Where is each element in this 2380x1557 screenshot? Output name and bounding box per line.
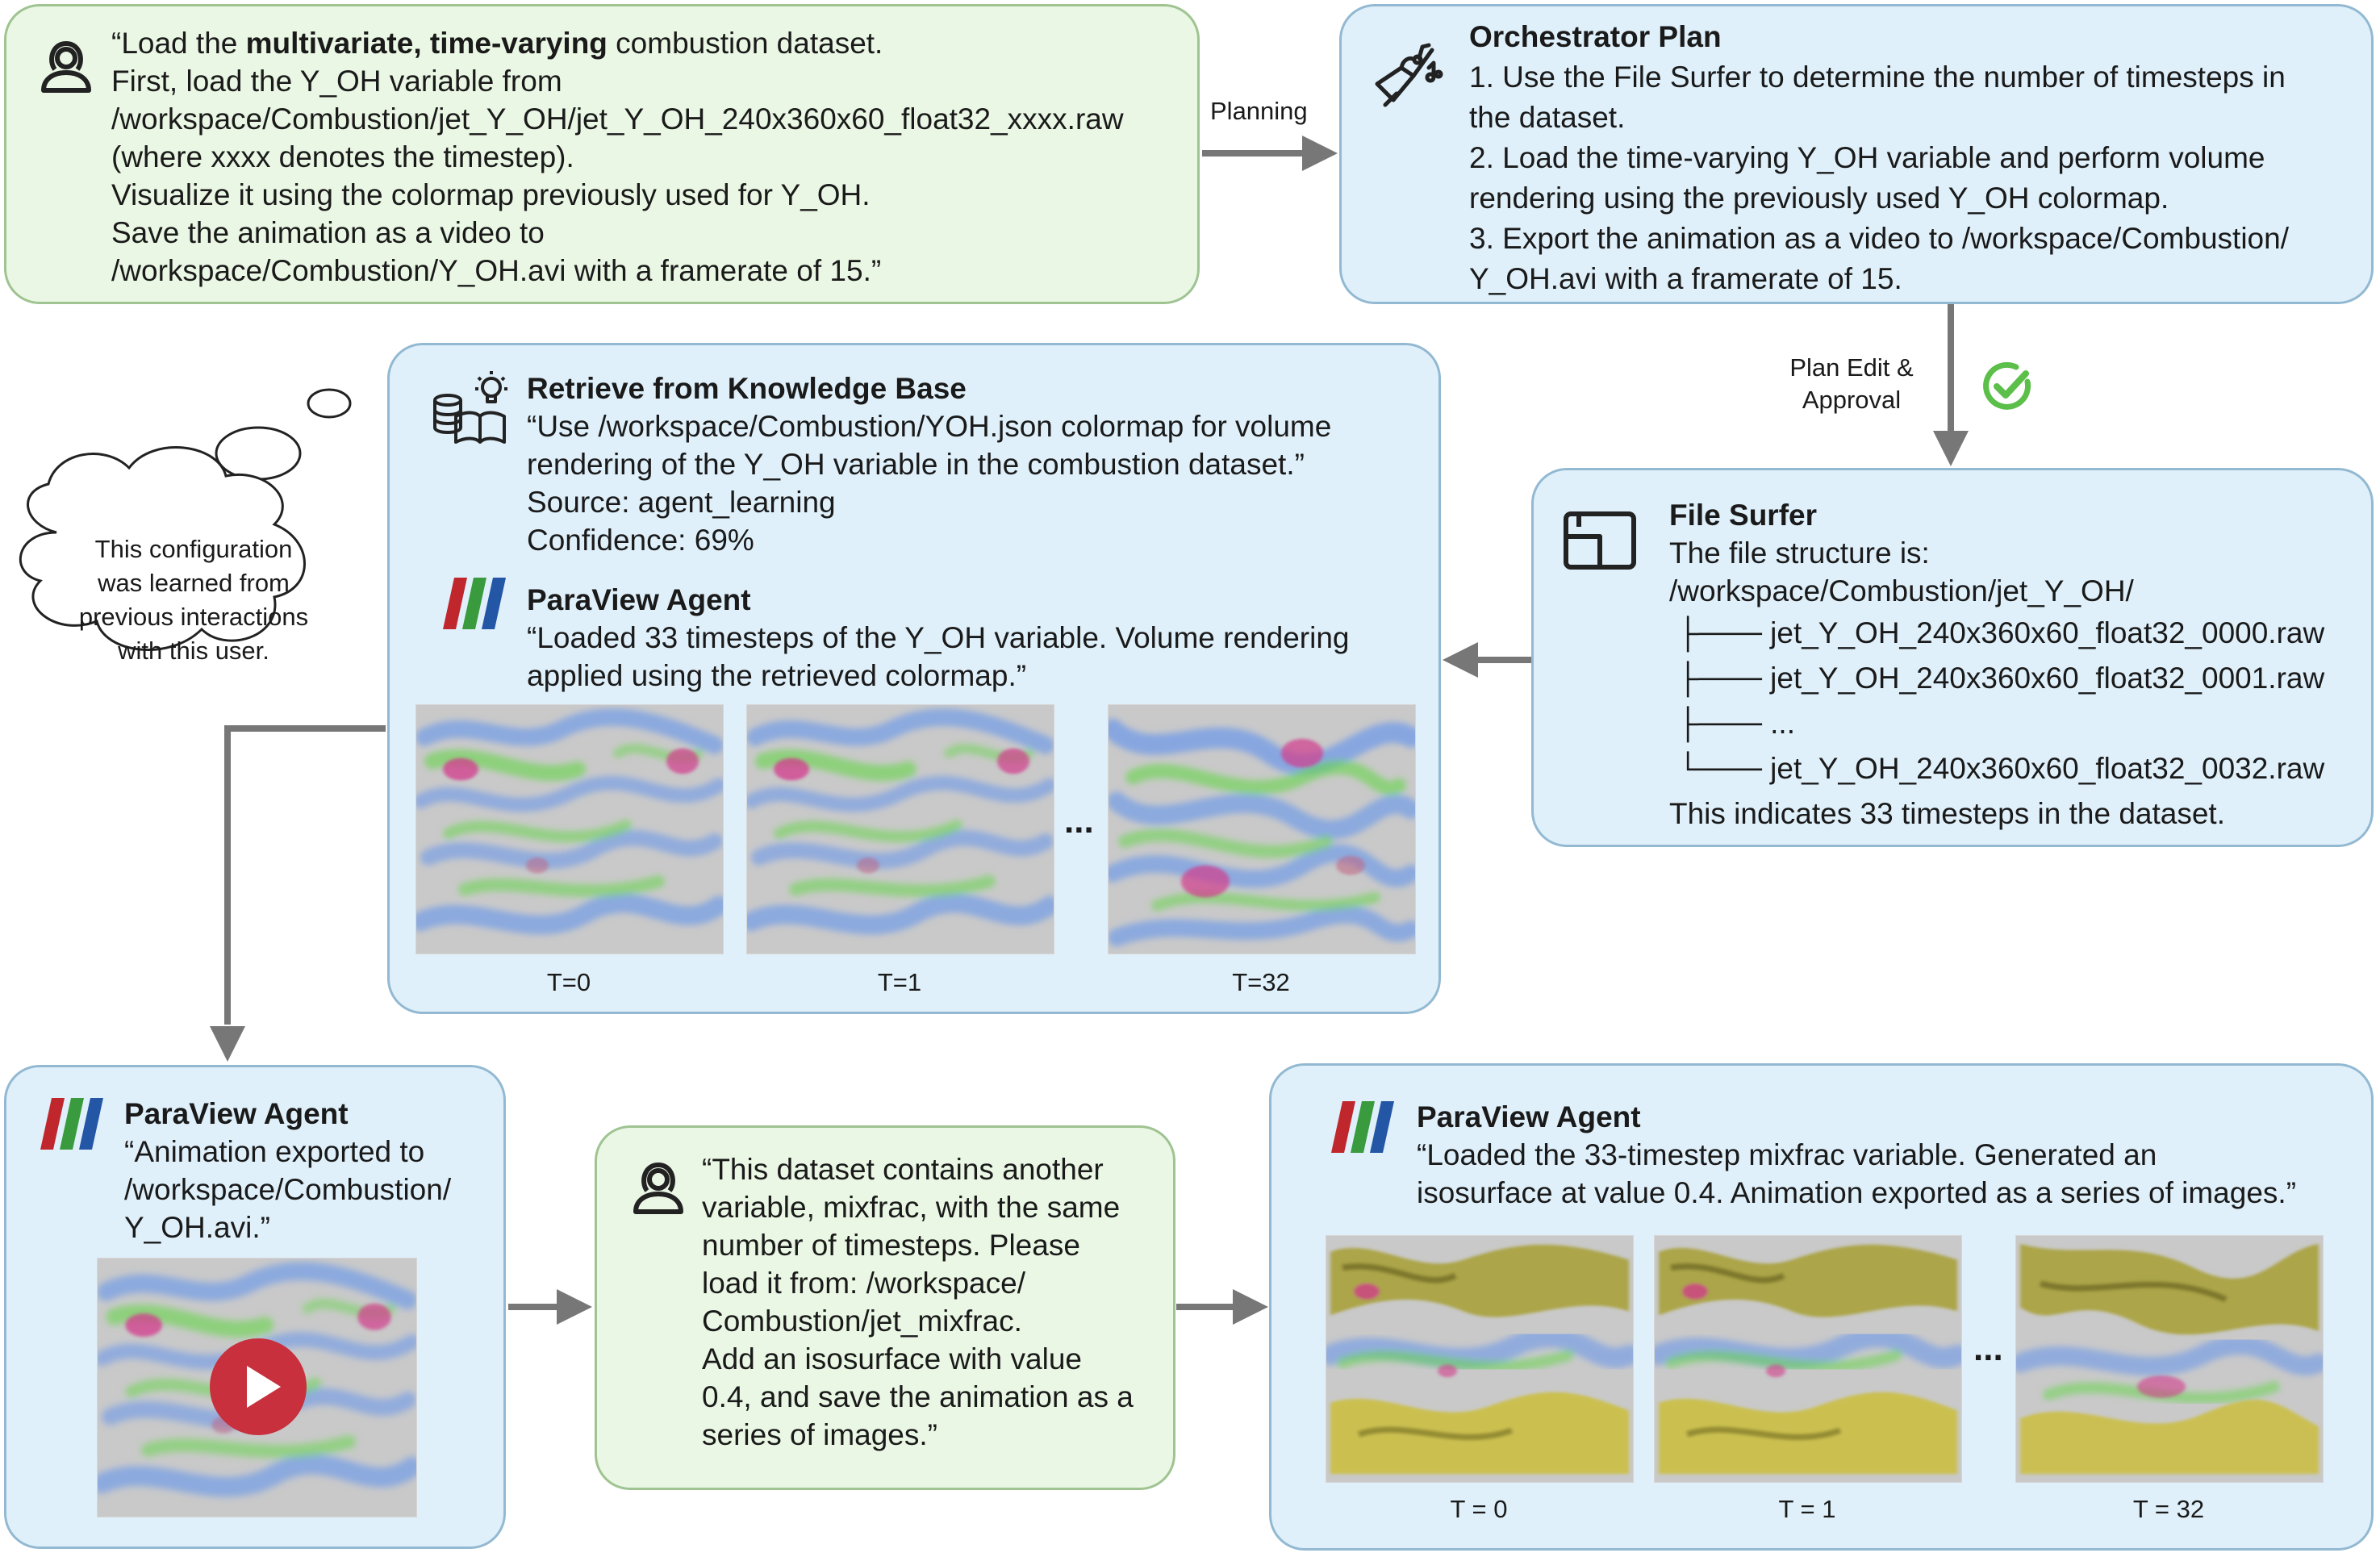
paraview-to-export-arrow bbox=[224, 725, 386, 1025]
user-icon bbox=[633, 1162, 683, 1214]
play-button-icon[interactable] bbox=[208, 1337, 308, 1437]
paraview-1-line: applied using the retrieved colormap.” bbox=[527, 659, 1027, 692]
volume-render-t32 bbox=[1108, 704, 1416, 954]
orchestrator-line: Y_OH.avi with a framerate of 15. bbox=[1469, 262, 1902, 295]
user-request-line: (where xxxx denotes the timestep). bbox=[111, 140, 574, 173]
timestep-ellipsis: ... bbox=[1973, 1329, 2003, 1368]
user-followup-line: “This dataset contains another bbox=[702, 1153, 1104, 1186]
orchestrator-title: Orchestrator Plan bbox=[1469, 20, 1722, 53]
planning-label: Planning bbox=[1210, 97, 1308, 125]
caption-t0: T=0 bbox=[546, 968, 591, 996]
orchestrator-line: the dataset. bbox=[1469, 101, 1626, 134]
user-followup-line: Combustion/jet_mixfrac. bbox=[702, 1304, 1022, 1338]
orchestrator-line: 2. Load the time-varying Y_OH variable a… bbox=[1469, 141, 2265, 174]
volume-render-t1 bbox=[746, 704, 1054, 954]
user-request-line: First, load the Y_OH variable from bbox=[111, 65, 562, 98]
paraview-isosurface-box: ParaView Agent “Loaded the 33-timestep m… bbox=[1269, 1063, 2374, 1551]
file-tree-item: ├─── jet_Y_OH_240x360x60_float32_0001.ra… bbox=[1677, 662, 2325, 695]
paraview-logo-icon bbox=[40, 1098, 103, 1150]
isosurface-render-t32 bbox=[2015, 1235, 2324, 1483]
caption-t0: T = 0 bbox=[1450, 1495, 1508, 1523]
user-request-box: “Load the multivariate, time-varying com… bbox=[4, 4, 1200, 304]
paraview-2-title: ParaView Agent bbox=[124, 1097, 349, 1130]
check-circle-icon bbox=[1983, 361, 2031, 410]
file-tree-item: ├─── jet_Y_OH_240x360x60_float32_0000.ra… bbox=[1677, 616, 2325, 649]
file-tree-item: └─── jet_Y_OH_240x360x60_float32_0032.ra… bbox=[1677, 752, 2325, 785]
isosurface-render-t1 bbox=[1654, 1235, 1962, 1483]
orchestrator-line: 3. Export the animation as a video to /w… bbox=[1469, 222, 2289, 255]
user-followup-line: series of images.” bbox=[702, 1418, 937, 1451]
knowledge-confidence: Confidence: 69% bbox=[527, 524, 754, 557]
orchestrator-line: 1. Use the File Surfer to determine the … bbox=[1469, 61, 2286, 94]
user-followup-line: number of timesteps. Please bbox=[702, 1229, 1080, 1262]
caption-t32: T=32 bbox=[1232, 968, 1290, 996]
user-followup-line: load it from: /workspace/ bbox=[702, 1267, 1025, 1300]
orchestrator-plan-box: Orchestrator Plan 1. Use the File Surfer… bbox=[1339, 4, 2374, 304]
paraview-export-box: ParaView Agent “Animation exported to /w… bbox=[4, 1065, 506, 1549]
knowledge-source: Source: agent_learning bbox=[527, 486, 836, 519]
paraview-1-title: ParaView Agent bbox=[527, 583, 751, 616]
timestep-ellipsis: ... bbox=[1064, 801, 1094, 841]
user-followup-box: “This dataset contains another variable,… bbox=[595, 1125, 1175, 1490]
user-request-line: /workspace/Combustion/Y_OH.avi with a fr… bbox=[111, 254, 882, 287]
paraview-logo-icon bbox=[1331, 1101, 1394, 1153]
user-request-line: Save the animation as a video to bbox=[111, 216, 545, 249]
volume-render-t0 bbox=[415, 704, 724, 954]
file-surfer-footer: This indicates 33 timesteps in the datas… bbox=[1669, 797, 2225, 830]
paraview-2-line: Y_OH.avi.” bbox=[124, 1211, 270, 1244]
paraview-2-line: “Animation exported to bbox=[124, 1135, 425, 1168]
file-surfer-title: File Surfer bbox=[1669, 499, 1817, 532]
knowledge-line: “Use /workspace/Combustion/YOH.json colo… bbox=[527, 410, 1332, 443]
knowledge-paraview-box: Retrieve from Knowledge Base “Use /works… bbox=[387, 343, 1441, 1014]
file-tree-item: ├─── ... bbox=[1677, 707, 1795, 740]
file-surfer-box: File Surfer The file structure is: /work… bbox=[1531, 468, 2374, 847]
paraview-2-line: /workspace/Combustion/ bbox=[124, 1173, 452, 1206]
knowledge-title: Retrieve from Knowledge Base bbox=[527, 372, 967, 405]
isosurface-render-t0 bbox=[1326, 1235, 1634, 1483]
thought-bubble-text: This configuration was learned from prev… bbox=[78, 535, 309, 665]
user-request-line: Visualize it using the colormap previous… bbox=[111, 178, 871, 211]
file-surfer-path: /workspace/Combustion/jet_Y_OH/ bbox=[1669, 574, 2134, 607]
user-followup-line: variable, mixfrac, with the same bbox=[702, 1191, 1121, 1224]
user-request-line: /workspace/Combustion/jet_Y_OH/jet_Y_OH_… bbox=[111, 102, 1124, 136]
paraview-3-line: “Loaded the 33-timestep mixfrac variable… bbox=[1417, 1138, 2157, 1171]
file-browser-icon bbox=[1564, 511, 1636, 570]
caption-t1: T = 1 bbox=[1778, 1495, 1836, 1523]
paraview-3-title: ParaView Agent bbox=[1417, 1100, 1641, 1133]
paraview-logo-icon bbox=[443, 578, 506, 629]
user-followup-line: 0.4, and save the animation as a bbox=[702, 1380, 1134, 1413]
orchestrator-line: rendering using the previously used Y_OH… bbox=[1469, 182, 2169, 215]
knowledge-line: rendering of the Y_OH variable in the co… bbox=[527, 448, 1305, 481]
caption-t32: T = 32 bbox=[2132, 1495, 2205, 1523]
paraview-3-line: isosurface at value 0.4. Animation expor… bbox=[1417, 1176, 2297, 1209]
file-surfer-line: The file structure is: bbox=[1669, 536, 1930, 570]
conductor-icon bbox=[1375, 43, 1443, 107]
user-request-line-1: “Load the multivariate, time-varying com… bbox=[111, 27, 883, 60]
paraview-1-line: “Loaded 33 timesteps of the Y_OH variabl… bbox=[527, 621, 1350, 654]
knowledge-base-icon bbox=[433, 371, 507, 444]
user-icon bbox=[41, 40, 91, 93]
user-followup-line: Add an isosurface with value bbox=[702, 1342, 1082, 1375]
plan-edit-label: Plan Edit & Approval bbox=[1789, 353, 1914, 414]
thought-bubble bbox=[19, 388, 352, 651]
caption-t1: T=1 bbox=[877, 968, 922, 996]
